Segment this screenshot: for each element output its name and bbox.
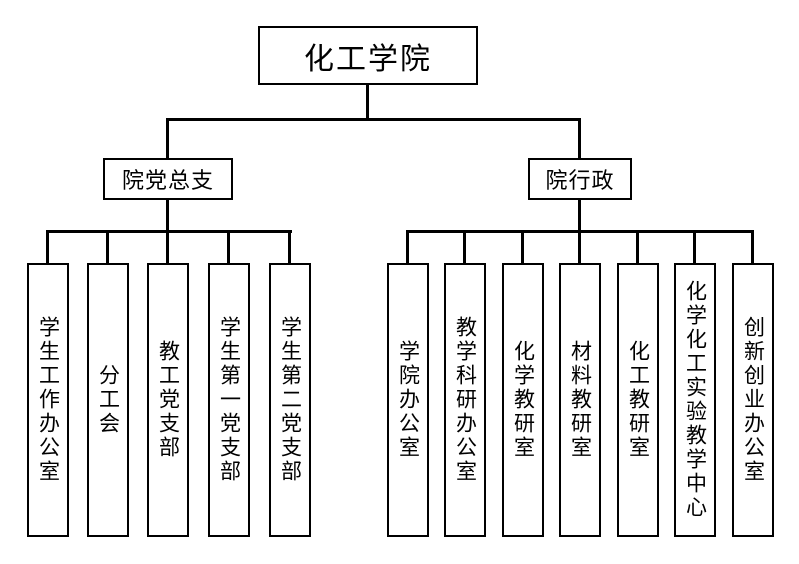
leaf-box-college-office: 学院办公室 xyxy=(387,263,429,537)
leaf-box-teaching-research-office: 教学科研办公室 xyxy=(444,263,486,537)
connector-party-rail xyxy=(46,230,292,233)
connector-party-drop xyxy=(166,200,169,233)
connector-admin-stub xyxy=(578,118,581,158)
connector-admin-child-stub-4 xyxy=(578,230,581,263)
connector-admin-child-stub-7 xyxy=(751,230,754,263)
leaf-label: 化学教研室 xyxy=(511,340,535,460)
leaf-box-union: 分工会 xyxy=(87,263,129,537)
leaf-box-chemeng-teaching-section: 化工教研室 xyxy=(617,263,659,537)
leaf-label: 学生第一党支部 xyxy=(217,316,241,484)
leaf-label: 教学科研办公室 xyxy=(453,316,477,484)
root-label: 化工学院 xyxy=(304,42,432,76)
connector-party-child-stub-2 xyxy=(106,230,109,263)
connector-party-child-stub-5 xyxy=(288,230,291,263)
connector-admin-child-stub-3 xyxy=(521,230,524,263)
branch-box-admin: 院行政 xyxy=(528,158,632,200)
leaf-label: 学生第二党支部 xyxy=(278,316,302,484)
leaf-label: 学生工作办公室 xyxy=(36,316,60,484)
connector-party-child-stub-4 xyxy=(227,230,230,263)
leaf-label: 材料教研室 xyxy=(568,340,592,460)
leaf-box-student-affairs-office: 学生工作办公室 xyxy=(27,263,69,537)
connector-admin-child-stub-6 xyxy=(693,230,696,263)
connector-party-child-stub-1 xyxy=(46,230,49,263)
connector-root-drop xyxy=(366,85,369,121)
leaf-label: 教工党支部 xyxy=(156,340,180,460)
connector-party-stub xyxy=(166,118,169,158)
leaf-label: 创新创业办公室 xyxy=(741,316,765,484)
branch-party-label: 院党总支 xyxy=(121,168,214,193)
branch-box-party: 院党总支 xyxy=(103,158,233,200)
connector-level1-rail xyxy=(166,118,581,121)
connector-admin-child-stub-5 xyxy=(636,230,639,263)
root-box: 化工学院 xyxy=(258,26,478,85)
leaf-label: 化工教研室 xyxy=(626,340,650,460)
leaf-label: 分工会 xyxy=(96,364,120,436)
leaf-box-innovation-office: 创新创业办公室 xyxy=(732,263,774,537)
connector-party-child-stub-3 xyxy=(166,230,169,263)
connector-admin-child-stub-2 xyxy=(463,230,466,263)
branch-admin-label: 院行政 xyxy=(545,168,615,193)
leaf-box-experiment-teaching-center: 化学化工实验教学中心 xyxy=(674,263,716,537)
leaf-box-faculty-party-branch: 教工党支部 xyxy=(147,263,189,537)
connector-admin-drop xyxy=(578,200,581,233)
leaf-box-student-second-party-branch: 学生第二党支部 xyxy=(269,263,311,537)
leaf-box-student-first-party-branch: 学生第一党支部 xyxy=(208,263,250,537)
leaf-label: 化学化工实验教学中心 xyxy=(683,280,707,520)
leaf-label: 学院办公室 xyxy=(396,340,420,460)
connector-admin-child-stub-1 xyxy=(406,230,409,263)
leaf-box-materials-teaching-section: 材料教研室 xyxy=(559,263,601,537)
leaf-box-chemistry-teaching-section: 化学教研室 xyxy=(502,263,544,537)
